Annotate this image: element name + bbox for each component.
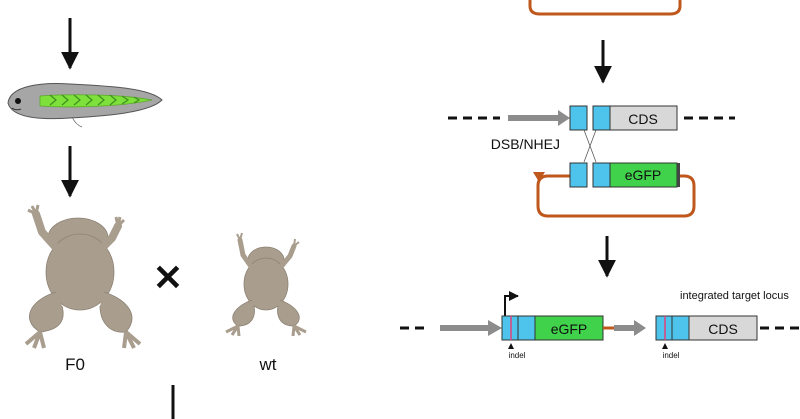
frog-wt-icon [225,232,307,337]
label-cds-top: CDS [628,111,658,127]
label-egfp-integrated: eGFP [551,321,588,337]
transcription-start-arrow-icon [504,291,519,316]
label-f0: F0 [65,355,85,374]
cross-icon: ✕ [153,257,183,298]
integrated-locus [400,291,800,349]
label-wt: wt [259,355,277,374]
frog-f0-icon [24,204,142,349]
label-indel-right: indel [663,351,680,360]
label-dsb-nhej: DSB/NHEJ [491,136,560,152]
plasmid-loop-top [528,0,682,16]
label-cds-integrated: CDS [708,321,738,337]
donor-plasmid [533,162,696,218]
label-egfp-donor: eGFP [625,167,662,183]
genomic-locus-top [448,105,735,131]
recombination-cross [583,129,597,163]
label-indel-left: indel [509,351,526,360]
label-integrated-target-locus: integrated target locus [680,290,789,302]
tadpole-icon [7,83,163,128]
